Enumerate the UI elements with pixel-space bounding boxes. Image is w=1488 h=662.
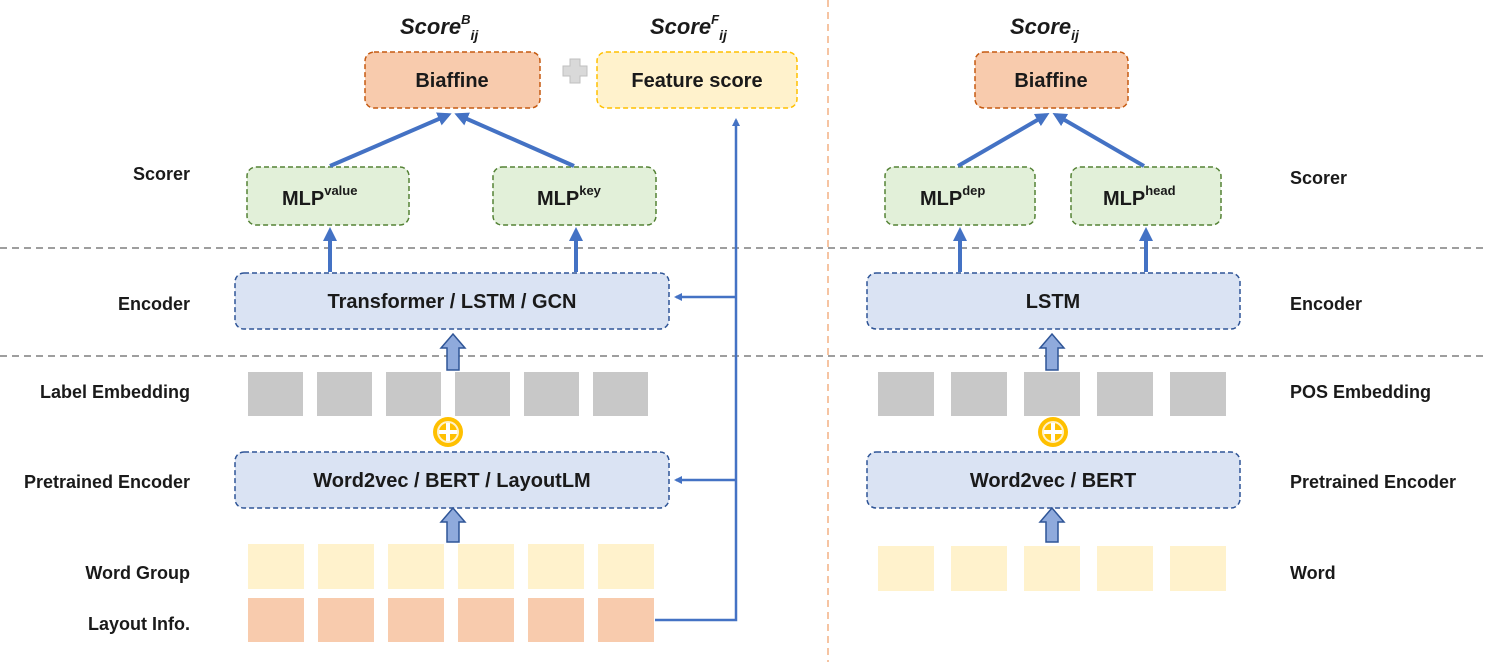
word-square bbox=[878, 546, 934, 591]
row-label-scorer-right: Scorer bbox=[1290, 168, 1347, 188]
label-embedding-square bbox=[524, 372, 579, 416]
label-embedding-group bbox=[248, 372, 648, 416]
row-label-scorer-left: Scorer bbox=[133, 164, 190, 184]
row-label-encoder-right: Encoder bbox=[1290, 294, 1362, 314]
arrow-mlp-value-to-biaffine bbox=[329, 112, 452, 168]
pos-embedding-square bbox=[1024, 372, 1080, 416]
word-square bbox=[1097, 546, 1153, 591]
label-embedding-square bbox=[317, 372, 372, 416]
row-label-word: Word bbox=[1290, 563, 1336, 583]
pos-embedding-square bbox=[878, 372, 934, 416]
word-squares bbox=[878, 546, 1226, 591]
up-arrow-word-to-pretrained-right bbox=[1038, 506, 1066, 543]
word-group-square bbox=[528, 544, 584, 589]
layout-info-square bbox=[388, 598, 444, 642]
layout-info-square bbox=[528, 598, 584, 642]
mlp-value-box bbox=[246, 166, 410, 226]
pos-embedding-square bbox=[1097, 372, 1153, 416]
biaffine-label-right: Biaffine bbox=[1014, 70, 1087, 92]
word-group-squares bbox=[248, 544, 654, 589]
layout-info-square bbox=[248, 598, 304, 642]
concat-plus-icon-left bbox=[433, 417, 463, 447]
encoder-box-right bbox=[866, 272, 1241, 330]
word-square bbox=[951, 546, 1007, 591]
score-f-title: ScoreFij bbox=[650, 12, 728, 43]
encoder-label-left: Transformer / LSTM / GCN bbox=[328, 291, 577, 313]
word-square bbox=[1024, 546, 1080, 591]
mlp-dep-label: MLPdep bbox=[920, 183, 985, 210]
up-arrow-word-to-pretrained bbox=[439, 506, 467, 543]
arrow-mlp-key-to-biaffine bbox=[454, 112, 575, 168]
word-group-square bbox=[598, 544, 654, 589]
layout-info-square bbox=[458, 598, 514, 642]
biaffine-label-left: Biaffine bbox=[415, 70, 488, 92]
label-embedding-square bbox=[386, 372, 441, 416]
pretrained-encoder-box-right bbox=[866, 451, 1241, 509]
arrow-mlp-dep-to-biaffine bbox=[956, 112, 1050, 168]
pretrained-encoder-box-left bbox=[234, 451, 670, 509]
row-label-pretrained-encoder-right: Pretrained Encoder bbox=[1290, 472, 1456, 492]
arrow-mlp-head-to-biaffine bbox=[1052, 112, 1146, 168]
pos-embedding-group bbox=[878, 372, 1226, 416]
row-label-word-group: Word Group bbox=[85, 563, 190, 583]
layout-info-square bbox=[598, 598, 654, 642]
pretrained-encoder-label-right: Word2vec / BERT bbox=[970, 470, 1136, 492]
label-embedding-square bbox=[593, 372, 648, 416]
feature-score-box bbox=[596, 51, 798, 109]
row-label-pos-embedding: POS Embedding bbox=[1290, 382, 1431, 402]
encoder-box-left bbox=[234, 272, 670, 330]
concat-plus-icon-right bbox=[1038, 417, 1068, 447]
row-label-pretrained-encoder-left: Pretrained Encoder bbox=[24, 472, 190, 492]
row-label-encoder-left: Encoder bbox=[118, 294, 190, 314]
label-embedding-square bbox=[455, 372, 510, 416]
mlp-key-box bbox=[492, 166, 657, 226]
biaffine-box-left bbox=[364, 51, 541, 109]
score-title-right: Scoreij bbox=[1010, 14, 1080, 43]
layout-info-squares bbox=[248, 598, 654, 642]
up-arrow-embedding-to-encoder bbox=[439, 332, 467, 371]
up-arrow-embedding-to-encoder-right bbox=[1038, 332, 1066, 371]
layout-info-square bbox=[318, 598, 374, 642]
word-group-square bbox=[458, 544, 514, 589]
word-square bbox=[1170, 546, 1226, 591]
mlp-head-label: MLPhead bbox=[1103, 183, 1176, 210]
encoder-label-right: LSTM bbox=[1026, 291, 1080, 313]
feature-path-main bbox=[655, 118, 740, 622]
word-group-square bbox=[388, 544, 444, 589]
biaffine-box-right bbox=[974, 51, 1129, 109]
row-label-layout-info: Layout Info. bbox=[88, 614, 190, 634]
word-group-square bbox=[248, 544, 304, 589]
mlp-value-label: MLPvalue bbox=[282, 183, 357, 210]
pos-embedding-square bbox=[951, 372, 1007, 416]
pos-embedding-square bbox=[1170, 372, 1226, 416]
word-group-square bbox=[318, 544, 374, 589]
feature-score-label: Feature score bbox=[631, 70, 762, 92]
row-label-label-embedding: Label Embedding bbox=[40, 382, 190, 402]
label-embedding-square bbox=[248, 372, 303, 416]
score-b-title: ScoreBij bbox=[400, 12, 479, 43]
add-plus-icon bbox=[562, 58, 588, 84]
mlp-key-label: MLPkey bbox=[537, 183, 602, 210]
mlp-head-box bbox=[1070, 166, 1222, 226]
pretrained-encoder-label-left: Word2vec / BERT / LayoutLM bbox=[313, 470, 590, 492]
